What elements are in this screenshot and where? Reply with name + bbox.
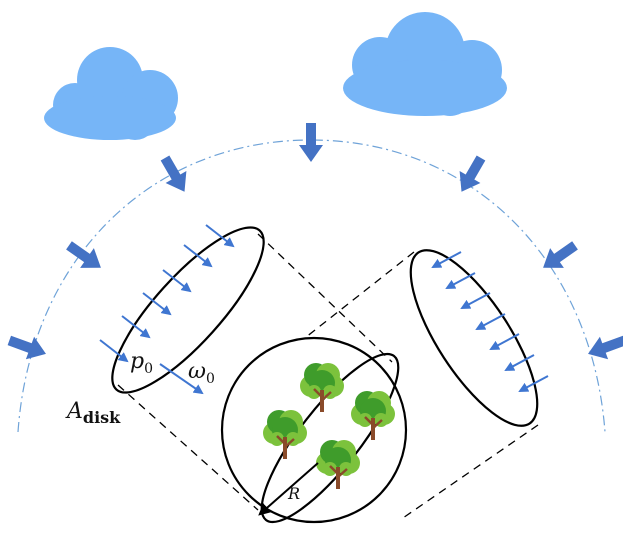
radius-arrow: [258, 462, 319, 516]
radius-label: R: [287, 484, 300, 503]
radiation-arrow: [583, 329, 623, 366]
a-disk-label: Adisk: [65, 399, 121, 427]
sphere: [220, 336, 408, 524]
cloud-icon: [44, 47, 178, 140]
radiation-arrow: [299, 123, 323, 162]
p0-label: p0: [130, 349, 153, 377]
right-disk-rays: [431, 251, 549, 392]
radiation-arrow: [62, 235, 108, 278]
left-disk: [111, 226, 265, 394]
right-disk: [409, 249, 539, 427]
radiation-arrow: [5, 329, 51, 366]
radiation-arrow: [154, 151, 195, 198]
radiation-arrow: [451, 151, 492, 198]
cloud-icon: [343, 12, 507, 116]
sky-dome-arc: [17, 139, 606, 433]
projection-lines: [117, 233, 539, 521]
left-disk-rays: [99, 224, 235, 395]
omega0-label: ω0: [188, 359, 215, 387]
